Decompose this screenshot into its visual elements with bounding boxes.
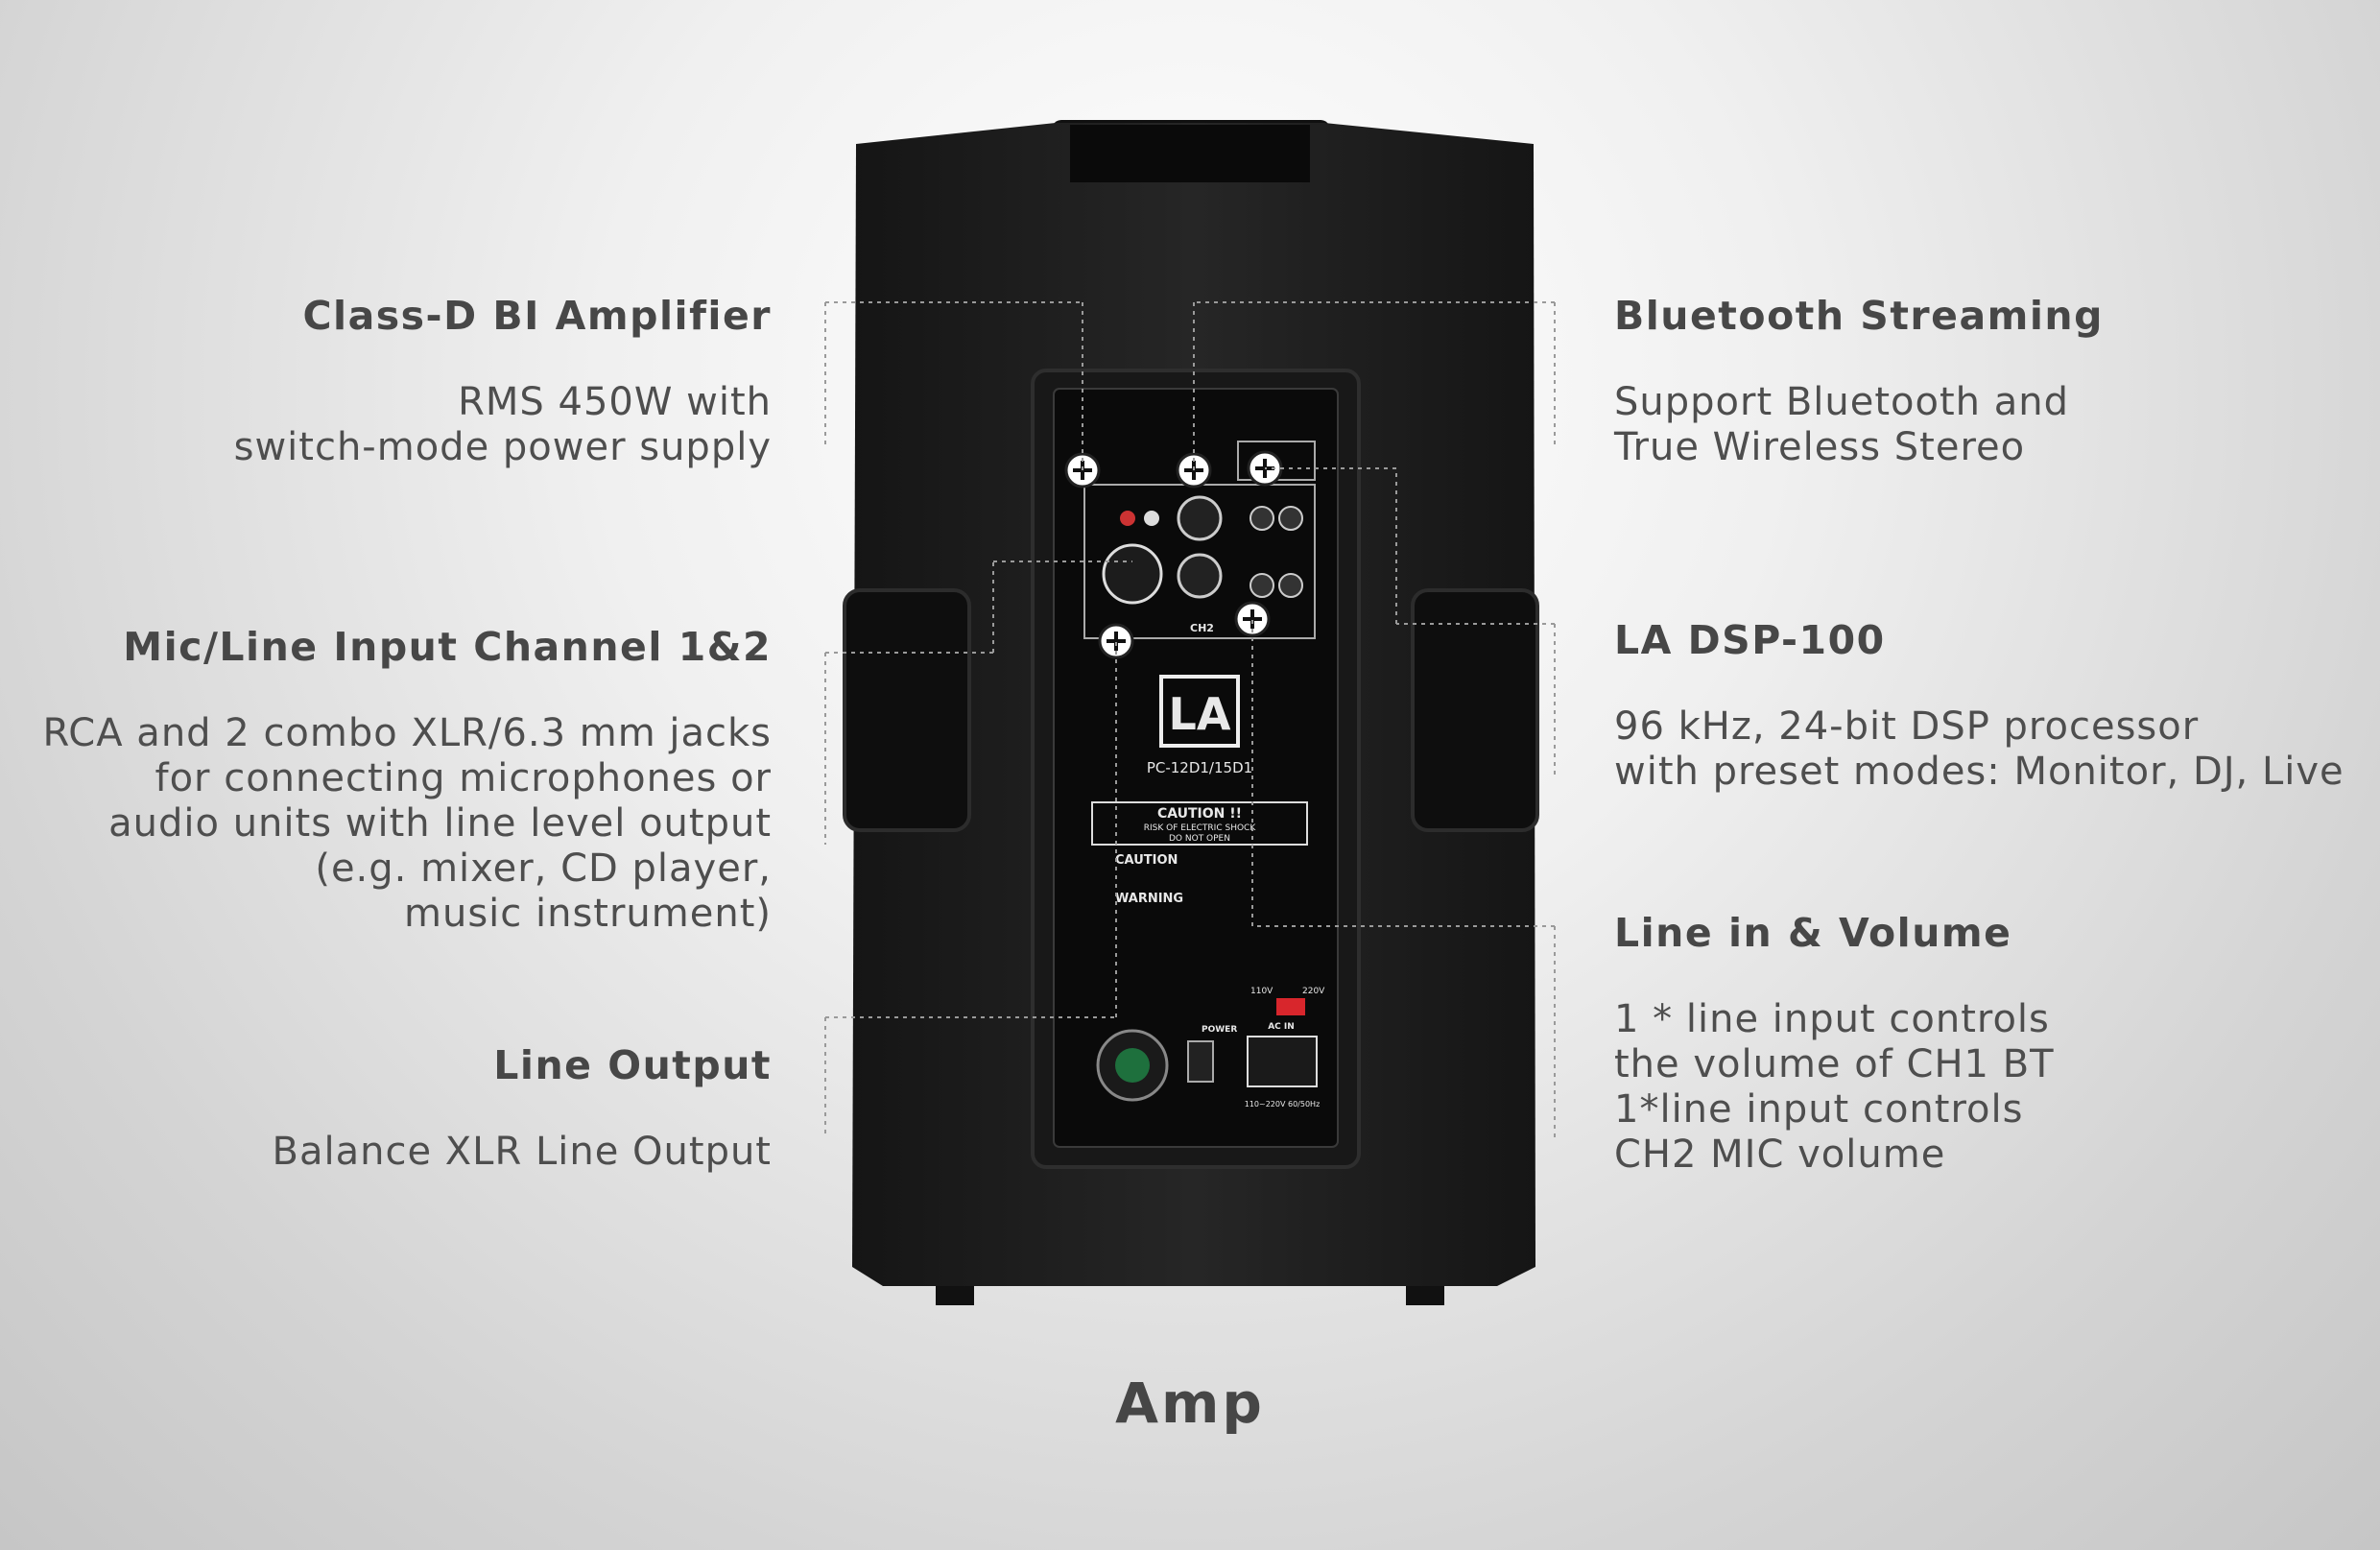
callout-line-in-volume: Line in & Volume 1 * line input controls…: [1614, 910, 2055, 1178]
voltage-switch: [1276, 998, 1305, 1015]
volume-knob-4: [1278, 573, 1303, 598]
rca-jack-left: [1120, 511, 1135, 526]
mic-line-input-title: Mic/Line Input Channel 1&2: [123, 624, 772, 670]
combo-jack-ch2: [1177, 553, 1223, 599]
control-panel: LA PC-12D1/15D1 CAUTION !! RISK OF ELECT…: [1053, 388, 1339, 1148]
ch2-label: CH2: [1190, 622, 1214, 634]
line-output-description: Balance XLR Line Output: [272, 1130, 772, 1175]
volume-knob-1: [1250, 506, 1274, 531]
combo-jack-ch1: [1177, 495, 1223, 541]
callout-line-output: Line Output Balance XLR Line Output: [272, 1042, 772, 1175]
volume-knob-2: [1278, 506, 1303, 531]
bluetooth-title: Bluetooth Streaming: [1614, 293, 2104, 339]
power-switch: [1187, 1040, 1214, 1083]
dsp-description: 96 kHz, 24-bit DSP processor with preset…: [1614, 704, 2344, 795]
volume-knob-3: [1250, 573, 1274, 598]
power-label: POWER: [1202, 1025, 1237, 1035]
callout-dsp: LA DSP-100 96 kHz, 24-bit DSP processor …: [1614, 617, 2344, 795]
model-number: PC-12D1/15D1: [1147, 759, 1252, 776]
caption: Amp: [1115, 1371, 1265, 1436]
line-in-volume-description: 1 * line input controls the volume of CH…: [1614, 997, 2055, 1178]
bluetooth-description: Support Bluetooth and True Wireless Ster…: [1614, 380, 2069, 470]
caution-title: CAUTION !!: [1157, 806, 1242, 822]
rca-jack-right: [1144, 511, 1159, 526]
callout-mic-line-input: Mic/Line Input Channel 1&2 RCA and 2 com…: [42, 624, 773, 937]
warning-head: WARNING: [1115, 892, 1183, 906]
amplifier-title: Class-D BI Amplifier: [302, 293, 772, 339]
xlr-output-jack: [1102, 543, 1163, 605]
caution-line-2: DO NOT OPEN: [1169, 834, 1230, 844]
ac-inlet: [1247, 1036, 1318, 1087]
amplifier-description: RMS 450W with switch-mode power supply: [233, 380, 772, 470]
warning-caution-head: CAUTION: [1115, 853, 1178, 868]
callout-amplifier: Class-D BI Amplifier RMS 450W with switc…: [233, 293, 772, 470]
power-rating: 110~220V 60/50Hz: [1245, 1100, 1321, 1109]
logo-text: LA: [1169, 688, 1231, 740]
caution-line-1: RISK OF ELECTRIC SHOCK: [1144, 823, 1257, 833]
brand-logo: [1159, 675, 1240, 748]
ac-in-label: AC IN: [1268, 1022, 1295, 1032]
voltage-220-label: 220V: [1302, 987, 1325, 996]
mic-line-input-description: RCA and 2 combo XLR/6.3 mm jacks for con…: [42, 711, 772, 937]
line-output-title: Line Output: [493, 1042, 772, 1088]
voltage-110-label: 110V: [1250, 987, 1273, 996]
line-in-volume-title: Line in & Volume: [1614, 910, 2012, 956]
dsp-title: LA DSP-100: [1614, 617, 1886, 663]
callout-leader-lines: [824, 301, 1556, 1137]
callout-bluetooth: Bluetooth Streaming Support Bluetooth an…: [1614, 293, 2104, 470]
